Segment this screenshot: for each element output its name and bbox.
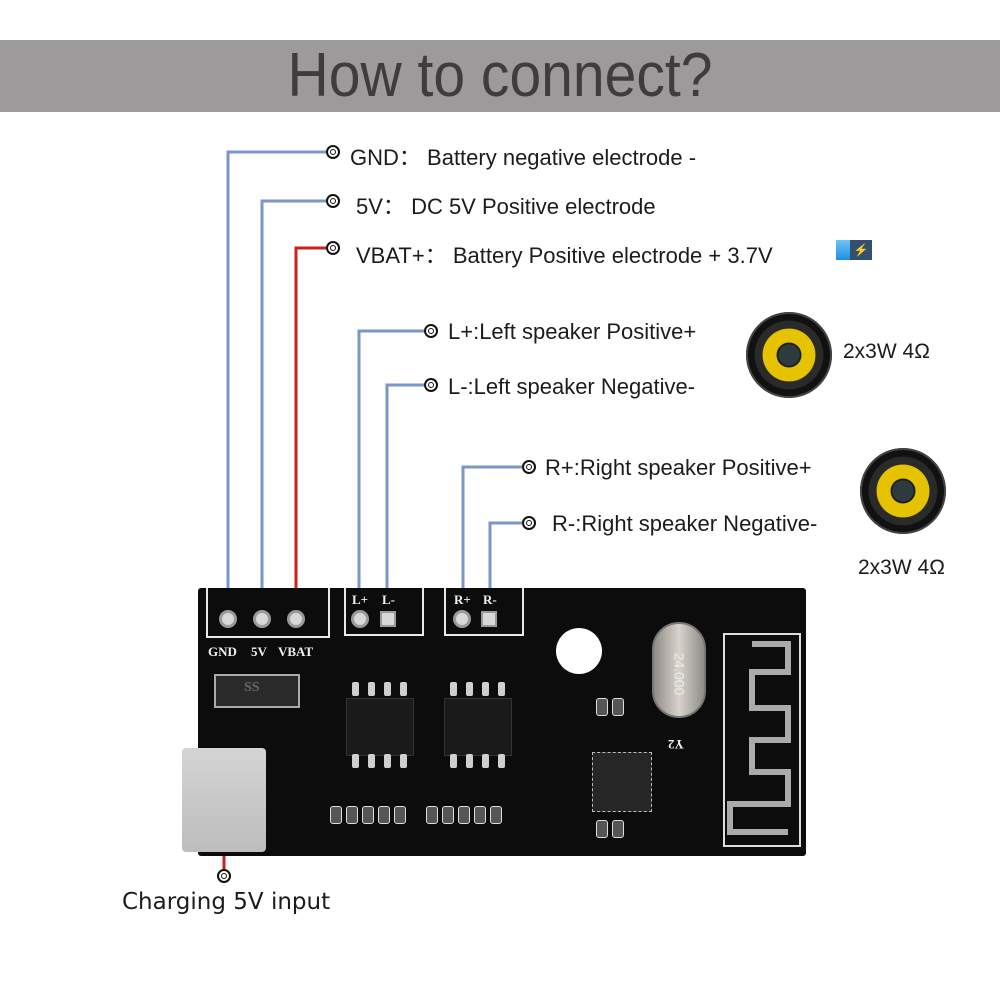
smd-component bbox=[362, 806, 374, 824]
pcb-label-diode: SS bbox=[244, 680, 260, 695]
pcb-antenna bbox=[723, 633, 801, 847]
terminal-icon bbox=[326, 241, 340, 255]
amp-chip-right bbox=[444, 698, 512, 756]
wire-rplus bbox=[461, 465, 522, 598]
label-5v: 5V： DC 5V Positive electrode bbox=[356, 189, 656, 221]
chip-pin bbox=[498, 682, 505, 696]
amp-chip-left bbox=[346, 698, 414, 756]
smd-component bbox=[330, 806, 342, 824]
label-vbat: VBAT+： Battery Positive electrode + 3.7V bbox=[356, 238, 773, 270]
label-rminus: R-:Right speaker Negative- bbox=[552, 511, 818, 536]
label-lplus: L+:Left speaker Positive+ bbox=[448, 319, 697, 344]
smd-component bbox=[612, 698, 624, 716]
label-gnd-desc: Battery negative electrode - bbox=[427, 145, 697, 170]
terminal-icon bbox=[522, 460, 536, 474]
mounting-hole bbox=[556, 628, 602, 674]
terminal-icon bbox=[424, 378, 438, 392]
label-vbat-desc: Battery Positive electrode + 3.7V bbox=[452, 243, 773, 268]
pad-vbat bbox=[287, 610, 305, 628]
smd-component bbox=[394, 806, 406, 824]
chip-pin bbox=[466, 754, 473, 768]
pad-rminus bbox=[481, 611, 497, 627]
chip-pin bbox=[384, 682, 391, 696]
speaker-icon-right bbox=[860, 448, 946, 534]
label-gnd: GND： Battery negative electrode - bbox=[350, 140, 696, 172]
smd-component bbox=[378, 806, 390, 824]
label-5v-name: 5V bbox=[356, 194, 383, 219]
chip-pin bbox=[352, 682, 359, 696]
pad-5v bbox=[253, 610, 271, 628]
speaker-spec-left: 2x3W 4Ω bbox=[843, 340, 930, 363]
diode-ss bbox=[214, 674, 300, 708]
pad-lplus bbox=[351, 610, 369, 628]
crystal-ref: Y2 bbox=[668, 737, 684, 752]
chip-pin bbox=[466, 682, 473, 696]
chip-pin bbox=[482, 754, 489, 768]
smd-component bbox=[596, 698, 608, 716]
label-gnd-name: GND bbox=[350, 145, 399, 170]
label-rplus: R+:Right speaker Positive+ bbox=[545, 455, 812, 480]
wire-5v bbox=[260, 199, 326, 612]
wire-vbat bbox=[294, 246, 326, 612]
terminal-icon bbox=[326, 145, 340, 159]
pcb-label-lplus: L+ bbox=[352, 592, 369, 607]
chip-pin bbox=[400, 682, 407, 696]
terminal-icon bbox=[424, 324, 438, 338]
wire-lminus bbox=[385, 383, 424, 598]
battery-icon: ⚡ bbox=[836, 240, 872, 260]
smd-component bbox=[596, 820, 608, 838]
smd-component bbox=[426, 806, 438, 824]
terminal-icon bbox=[522, 516, 536, 530]
pcb-label-5v: 5V bbox=[251, 644, 267, 659]
chip-pin bbox=[368, 754, 375, 768]
pcb-label-lminus: L- bbox=[382, 592, 395, 607]
crystal-label: 24.000 bbox=[671, 652, 688, 696]
smd-component bbox=[346, 806, 358, 824]
pcb-label-gnd: GND bbox=[208, 644, 237, 659]
chip-pin bbox=[400, 754, 407, 768]
chip-pin bbox=[450, 682, 457, 696]
pcb-label-vbat: VBAT bbox=[278, 644, 314, 659]
chip-pin bbox=[498, 754, 505, 768]
label-sep: ： bbox=[382, 194, 405, 219]
wire-rminus bbox=[488, 521, 522, 598]
smd-component bbox=[490, 806, 502, 824]
terminal-icon bbox=[217, 869, 231, 883]
pad-lminus bbox=[380, 611, 396, 627]
label-charging: Charging 5V input bbox=[122, 889, 331, 915]
bluetooth-chip bbox=[592, 752, 652, 812]
label-5v-desc: DC 5V Positive electrode bbox=[411, 194, 656, 219]
pcb-label-rminus: R- bbox=[483, 592, 497, 607]
chip-pin bbox=[352, 754, 359, 768]
label-lminus: L-:Left speaker Negative- bbox=[448, 374, 696, 399]
smd-component bbox=[442, 806, 454, 824]
page-title: How to connect? bbox=[287, 41, 713, 110]
smd-component bbox=[474, 806, 486, 824]
pad-rplus bbox=[453, 610, 471, 628]
pcb-label-rplus: R+ bbox=[454, 592, 471, 607]
terminal-icon bbox=[326, 194, 340, 208]
micro-usb-port bbox=[182, 748, 266, 852]
label-vbat-name: VBAT+ bbox=[356, 243, 425, 268]
crystal-oscillator bbox=[652, 622, 706, 718]
speaker-spec-right: 2x3W 4Ω bbox=[858, 556, 945, 579]
smd-component bbox=[612, 820, 624, 838]
chip-pin bbox=[384, 754, 391, 768]
wire-gnd bbox=[226, 150, 326, 612]
left-speaker-header-outline bbox=[344, 588, 424, 636]
chip-pin bbox=[368, 682, 375, 696]
wire-lplus bbox=[357, 329, 424, 598]
power-header-outline bbox=[206, 588, 330, 638]
label-sep: ： bbox=[424, 243, 447, 268]
title-banner bbox=[0, 40, 1000, 112]
label-sep: ： bbox=[398, 145, 421, 170]
chip-pin bbox=[450, 754, 457, 768]
speaker-icon-left bbox=[746, 312, 832, 398]
pcb-board: GND 5V VBAT L+ L- R+ R- SS 24.000 Y2 bbox=[198, 588, 806, 856]
pad-gnd bbox=[219, 610, 237, 628]
chip-pin bbox=[482, 682, 489, 696]
smd-component bbox=[458, 806, 470, 824]
right-speaker-header-outline bbox=[444, 588, 524, 636]
